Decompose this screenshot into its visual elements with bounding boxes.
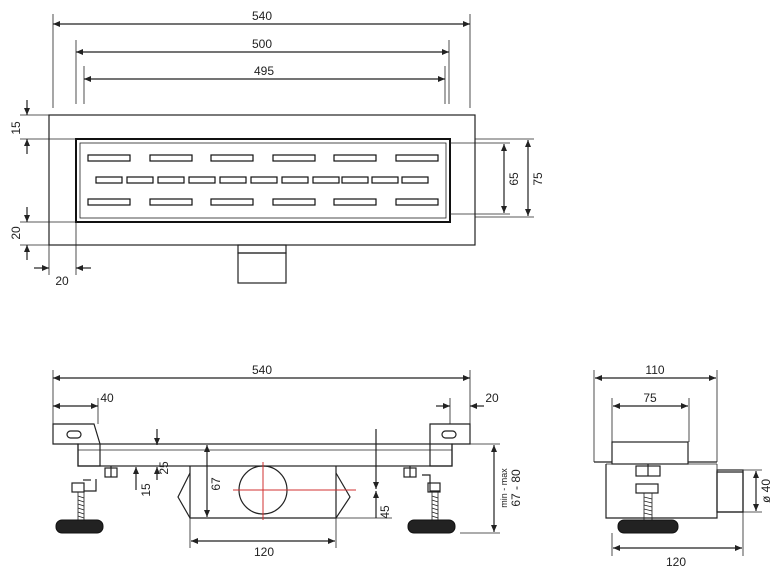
dim-label-outlet-diameter: ø 40 — [759, 479, 773, 503]
outlet-pipe-top — [237, 244, 287, 284]
dim-label-adjust-range-value: 67 - 80 — [509, 469, 523, 507]
drain-inner-frame — [75, 138, 451, 223]
dim-label-side-base-width: 120 — [666, 555, 686, 569]
dim-label-right-offset: 20 — [485, 391, 499, 405]
top-view: 540 500 495 — [9, 9, 545, 288]
dim-label-side-inner-width: 75 — [643, 391, 657, 405]
dim-label-outer-height: 75 — [531, 172, 545, 186]
dim-label-overall-width: 540 — [252, 9, 272, 23]
dim-label-top-margin: 15 — [9, 121, 23, 135]
dim-label-side-overall-width: 110 — [645, 363, 664, 377]
dim-label-left-offset: 40 — [100, 391, 114, 405]
dim-label-plate-height: 15 — [139, 483, 153, 497]
dim-label-body-width: 120 — [254, 545, 274, 559]
dim-label-front-overall-width: 540 — [252, 363, 272, 377]
adjustable-foot-left — [55, 466, 118, 534]
dim-label-outlet-offset: 45 — [378, 505, 392, 519]
adjustable-foot-right — [403, 466, 456, 534]
dim-label-bottom-margin: 20 — [9, 226, 23, 240]
side-adjustable-foot — [617, 519, 679, 534]
dim-label-grate-width: 495 — [254, 64, 274, 78]
dim-label-body-height: 67 — [209, 477, 223, 491]
drain-body — [177, 462, 356, 520]
front-view: 540 40 20 — [52, 363, 523, 559]
side-channel-top — [611, 441, 689, 465]
side-outlet-pipe — [716, 469, 744, 513]
dim-label-adjust-range-caption: min - max — [499, 468, 509, 508]
dim-label-inner-height: 65 — [507, 172, 521, 186]
grate-slots — [87, 154, 439, 206]
dim-label-frame-height: 25 — [157, 461, 171, 475]
channel-frame — [77, 443, 453, 467]
side-view: 110 75 ø 40 120 — [593, 363, 773, 569]
dim-label-left-margin: 20 — [55, 274, 69, 288]
dim-label-inner-width: 500 — [252, 37, 272, 51]
